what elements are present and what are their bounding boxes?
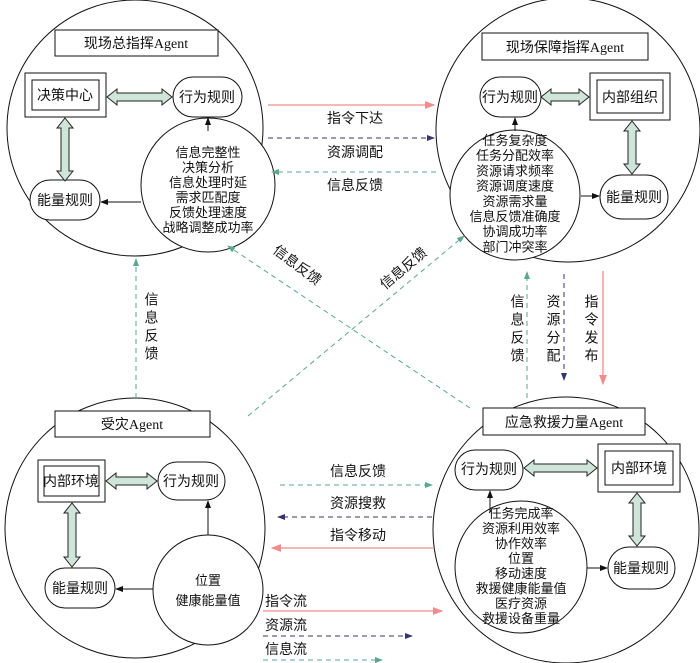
rescue-attribute: 资源利用效率 bbox=[482, 521, 560, 536]
support-behavior-core-double-arrow bbox=[540, 87, 590, 107]
support-attribute: 部门冲突率 bbox=[482, 239, 547, 254]
support-attribute: 信息反馈准确度 bbox=[469, 209, 560, 224]
victim-attribute: 健康能量值 bbox=[175, 593, 240, 608]
rescue-attribute: 移动速度 bbox=[495, 566, 547, 581]
rescue-title: 应急救援力量Agent bbox=[505, 414, 623, 431]
rescue-agent-circle bbox=[432, 396, 700, 663]
info-feedback-top-label: 信息反馈 bbox=[327, 177, 383, 194]
legend: 指令流 资源流 信息流 bbox=[263, 594, 444, 663]
command-move-label: 指令移动 bbox=[330, 528, 386, 544]
commander-title: 现场总指挥Agent bbox=[84, 36, 188, 52]
support-attribute: 协调成功率 bbox=[482, 224, 547, 239]
support-core-energy-double-arrow bbox=[622, 120, 642, 175]
resource-allocation-label: 资源调配 bbox=[327, 145, 383, 161]
support-attributes: 任务复杂度任务分配效率资源请求频率资源调度速度资源需求量信息反馈准确度协调成功率… bbox=[469, 133, 560, 254]
command-release-label: 指令发布 bbox=[583, 294, 599, 366]
commander-agent-circle bbox=[6, 0, 264, 257]
rescue-behavior: 行为规则 bbox=[461, 462, 517, 478]
victim-title: 受灾Agent bbox=[101, 416, 163, 433]
support-energy: 能量规则 bbox=[606, 190, 662, 206]
support-attribute: 任务分配效率 bbox=[476, 148, 554, 163]
commander-attribute: 反馈处理速度 bbox=[169, 205, 247, 220]
victim-core-behavior-double-arrow bbox=[105, 471, 158, 491]
info-feedback-left-label: 信息反馈 bbox=[143, 292, 159, 364]
info-feedback-bottom-label: 信息反馈 bbox=[330, 463, 386, 480]
info-feedback-rescue-to-commander-arrow bbox=[227, 245, 471, 409]
support-agent-circle bbox=[435, 0, 700, 263]
victim-agent-circle bbox=[4, 397, 266, 659]
support-attribute: 资源请求频率 bbox=[476, 163, 554, 178]
info-feedback-victim-to-support-arrow bbox=[247, 235, 465, 417]
resource-distribution-label: 资源分配 bbox=[545, 294, 561, 366]
support-attribute: 任务复杂度 bbox=[482, 133, 547, 148]
commander-attribute: 信息处理时延 bbox=[169, 175, 247, 190]
commander-core: 决策中心 bbox=[37, 87, 93, 104]
command-issue-label: 指令下达 bbox=[327, 111, 383, 127]
support-title: 现场保障指挥Agent bbox=[506, 40, 624, 56]
rescue-attribute: 医疗资源 bbox=[495, 596, 547, 611]
victim-core-energy-double-arrow bbox=[62, 502, 82, 568]
info-feedback-diag-left-label: 信息反馈 bbox=[270, 242, 325, 289]
commander-behavior: 行为规则 bbox=[179, 90, 235, 106]
commander-attribute: 决策分析 bbox=[182, 160, 234, 175]
rescue-attribute: 救援健康能量值 bbox=[475, 581, 566, 596]
commander-attribute: 需求匹配度 bbox=[175, 190, 240, 205]
rescue-behavior-core-double-arrow bbox=[523, 458, 598, 478]
resource-rescue-label: 资源搜救 bbox=[330, 496, 386, 512]
support-agent: 现场保障指挥Agent 行为规则 内部组织 能量规则 任务复杂度任务分配效率资源… bbox=[449, 32, 671, 261]
rescue-agent: 应急救援力量Agent 行为规则 内部环境 能量规则 任务完成率资源利用效率协作… bbox=[454, 407, 681, 634]
legend-command-label: 指令流 bbox=[265, 594, 307, 610]
victim-core: 内部环境 bbox=[43, 474, 99, 490]
commander-attribute: 信息完整性 bbox=[175, 145, 240, 160]
info-feedback-right-label: 信息反馈 bbox=[509, 294, 525, 366]
victim-attribute: 位置 bbox=[195, 573, 221, 588]
victim-energy: 能量规则 bbox=[52, 581, 108, 597]
rescue-attribute: 位置 bbox=[508, 551, 534, 566]
support-core: 内部组织 bbox=[602, 90, 658, 106]
support-attribute: 资源需求量 bbox=[482, 194, 547, 209]
commander-agent: 现场总指挥Agent 决策中心 行为规则 能量规则 信息完整性决策分析信息处理时… bbox=[24, 29, 276, 253]
rescue-energy: 能量规则 bbox=[613, 561, 669, 577]
victim-behavior: 行为规则 bbox=[163, 474, 219, 490]
commander-core-energy-double-arrow bbox=[55, 117, 75, 182]
info-feedback-diag-right-label: 信息反馈 bbox=[377, 244, 431, 293]
rescue-core: 内部环境 bbox=[611, 461, 667, 477]
rescue-attribute: 协作效率 bbox=[495, 536, 547, 551]
commander-attribute: 战略调整成功率 bbox=[162, 220, 253, 235]
rescue-core-energy-double-arrow bbox=[627, 492, 647, 547]
legend-info-label: 信息流 bbox=[265, 641, 307, 658]
rescue-attribute: 任务完成率 bbox=[488, 506, 553, 521]
support-attribute: 资源调度速度 bbox=[476, 179, 554, 194]
commander-energy: 能量规则 bbox=[37, 193, 93, 209]
legend-resource-label: 资源流 bbox=[265, 618, 307, 634]
rescue-attribute: 救援设备重量 bbox=[482, 611, 560, 626]
support-behavior: 行为规则 bbox=[482, 90, 538, 106]
commander-core-behavior-double-arrow bbox=[106, 87, 173, 107]
